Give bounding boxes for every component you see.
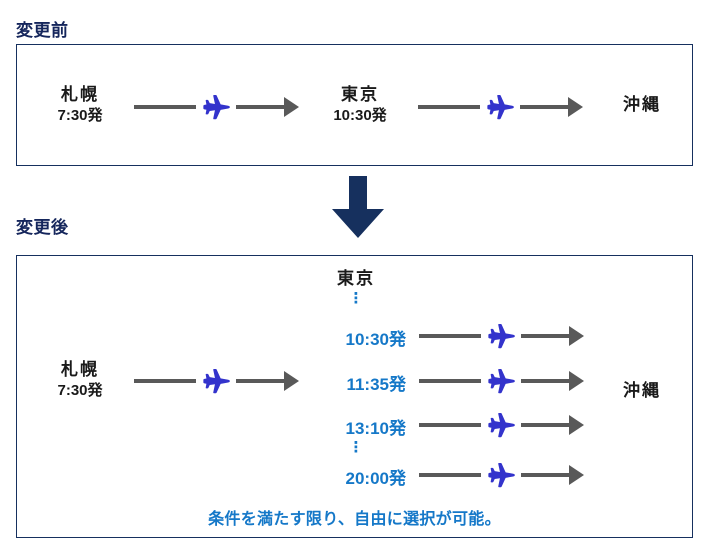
before-via-station: 東京 10:30発: [312, 85, 408, 125]
airplane-icon: [483, 408, 517, 442]
connector-line-right: [520, 105, 568, 109]
arrow-head-icon: [569, 326, 584, 346]
section-heading-after: 変更後: [16, 218, 69, 237]
after-destination-station: 沖縄: [596, 381, 688, 402]
after-destination-name: 沖縄: [623, 381, 661, 400]
connector-line-right: [236, 105, 284, 109]
connector-line-left: [419, 334, 481, 338]
airplane-icon: [483, 319, 517, 353]
departure-connector-3: [419, 408, 587, 442]
panel-after-change: [16, 255, 693, 538]
before-origin-name: 札幌: [61, 85, 99, 104]
airplane-icon: [198, 90, 232, 124]
connector-line-left: [419, 423, 481, 427]
before-via-name: 東京: [341, 85, 379, 104]
connector-line-right: [521, 379, 569, 383]
ellipsis-top: ⋮: [348, 290, 364, 307]
airplane-icon: [483, 458, 517, 492]
before-via-time: 10:30発: [333, 106, 387, 124]
before-origin-station: 札幌 7:30発: [34, 85, 126, 125]
after-origin-connector: [134, 364, 302, 398]
before-destination-name: 沖縄: [623, 95, 661, 114]
departure-time-2[interactable]: 11:35発: [346, 375, 406, 394]
connector-line-right: [521, 473, 569, 477]
down-arrow-icon: [328, 176, 388, 238]
caption-text: 条件を満たす限り、自由に選択が可能。: [208, 511, 501, 528]
connector-line-right: [521, 423, 569, 427]
before-destination-station: 沖縄: [596, 95, 688, 116]
airplane-icon: [482, 90, 516, 124]
airplane-icon: [198, 364, 232, 398]
departure-connector-2: [419, 364, 587, 398]
connector-line-left: [134, 105, 196, 109]
connector-line-left: [419, 379, 481, 383]
arrow-head-icon: [568, 97, 583, 117]
departure-connector-4: [419, 458, 587, 492]
departure-time-3[interactable]: 13:10発: [345, 419, 406, 438]
connector-line-left: [134, 379, 196, 383]
after-origin-time: 7:30発: [57, 381, 103, 399]
arrow-head-icon: [284, 371, 299, 391]
arrow-head-icon: [284, 97, 299, 117]
arrow-head-icon: [569, 415, 584, 435]
after-origin-station: 札幌 7:30発: [34, 360, 126, 400]
airplane-icon: [483, 364, 517, 398]
before-origin-time: 7:30発: [57, 106, 103, 124]
arrow-head-icon: [569, 465, 584, 485]
after-origin-name: 札幌: [61, 360, 99, 379]
connector-line-left: [418, 105, 480, 109]
connector-line-right: [521, 334, 569, 338]
departure-time-1[interactable]: 10:30発: [345, 330, 406, 349]
connector-line-right: [236, 379, 284, 383]
ellipsis-mid: ⋮: [348, 439, 364, 456]
arrow-head-icon: [569, 371, 584, 391]
before-leg1-connector: [134, 90, 302, 124]
before-leg2-connector: [418, 90, 586, 124]
departure-connector-1: [419, 319, 587, 353]
after-hub-label: 東京: [337, 269, 375, 288]
connector-line-left: [419, 473, 481, 477]
departure-time-4[interactable]: 20:00発: [345, 469, 406, 488]
section-heading-before: 変更前: [16, 21, 69, 40]
